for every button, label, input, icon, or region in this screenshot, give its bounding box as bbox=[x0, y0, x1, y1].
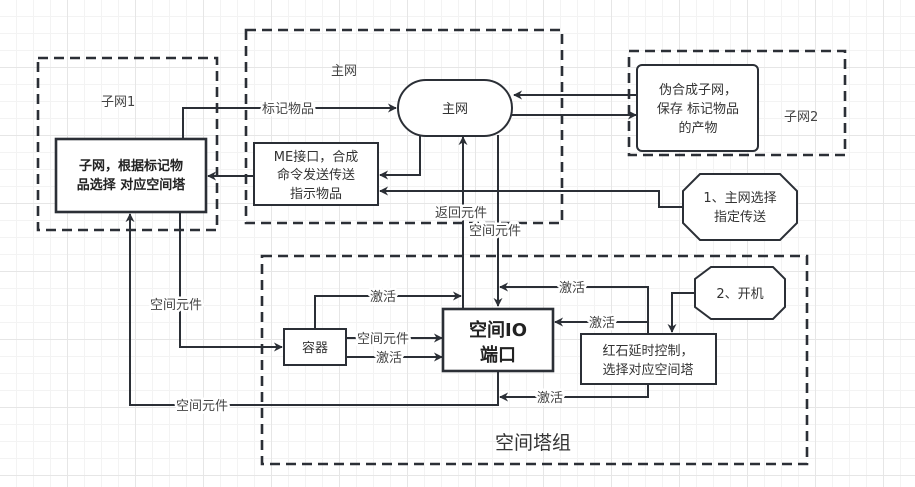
edge-io-to-subnet1-label: 空间元件 bbox=[176, 399, 228, 414]
group-main-net bbox=[244, 28, 564, 225]
node-main-net[interactable]: 主网 bbox=[397, 79, 513, 137]
group-main-net-title: 主网 bbox=[331, 64, 357, 79]
node-spatial-io[interactable]: 空间IO 端口 bbox=[441, 307, 555, 373]
node-redstone-line2: 选择对应空间塔 bbox=[602, 362, 693, 378]
group-tower-title: 空间塔组 bbox=[495, 432, 571, 454]
edge-container-activate-label: 激活 bbox=[376, 351, 402, 366]
edge-redstone-activate-bottom bbox=[499, 384, 649, 402]
node-step1-line2: 指定传送 bbox=[714, 210, 766, 225]
node-step2[interactable]: 2、开机 bbox=[694, 266, 786, 320]
node-pseudo-craft-line3: 的产物 bbox=[678, 120, 717, 136]
node-step1-line1: 1、主网选择 bbox=[703, 191, 776, 206]
node-me-interface-line3: 指示物品 bbox=[290, 187, 342, 202]
edge-container-parts-label: 空间元件 bbox=[357, 332, 409, 347]
edge-subnet1-to-container-label: 空间元件 bbox=[150, 298, 202, 313]
group-subnet2-title: 子网2 bbox=[784, 110, 818, 125]
node-container-label: 容器 bbox=[302, 340, 328, 356]
edge-subnet1-to-container bbox=[179, 212, 283, 352]
node-redstone[interactable]: 红石延时控制， 选择对应空间塔 bbox=[580, 333, 717, 385]
edge-spatial-parts-down-label: 空间元件 bbox=[469, 224, 521, 239]
edge-container-activate-top-label: 激活 bbox=[370, 290, 396, 305]
node-pseudo-craft-line2: 保存 标记物品 bbox=[657, 102, 739, 117]
node-pseudo-craft[interactable]: 伪合成子网， 保存 标记物品 的产物 bbox=[636, 64, 759, 152]
edge-step1-to-me bbox=[379, 186, 683, 208]
edge-return-parts-label: 返回元件 bbox=[435, 206, 487, 221]
node-subnet1-select-line1: 子网，根据标记物 bbox=[79, 158, 183, 174]
node-main-net-label: 主网 bbox=[442, 102, 468, 117]
node-me-interface-line1: ME接口，合成 bbox=[274, 149, 358, 165]
edge-io-to-subnet1 bbox=[125, 213, 499, 406]
edge-mark-items-label: 标记物品 bbox=[262, 102, 314, 117]
node-pseudo-craft-line1: 伪合成子网， bbox=[659, 83, 737, 98]
edge-container-activate-top bbox=[314, 291, 462, 329]
edge-redstone-activate-bottom-label: 激活 bbox=[537, 391, 563, 406]
node-me-interface[interactable]: ME接口，合成 命令发送传送 指示物品 bbox=[253, 142, 379, 206]
node-container[interactable]: 容器 bbox=[283, 328, 347, 366]
edge-redstone-activate-mid-label: 激活 bbox=[589, 316, 615, 331]
edge-main-to-me bbox=[379, 135, 421, 180]
node-subnet1-select-line2: 品选择 对应空间塔 bbox=[77, 177, 187, 193]
node-spatial-io-line2: 端口 bbox=[480, 345, 516, 366]
group-tower bbox=[260, 254, 809, 466]
node-step1[interactable]: 1、主网选择 指定传送 bbox=[682, 173, 798, 241]
edge-redstone-activate-top bbox=[499, 282, 649, 334]
node-spatial-io-line1: 空间IO bbox=[469, 319, 527, 341]
node-step2-label: 2、开机 bbox=[716, 287, 763, 302]
edge-redstone-activate-top-label: 激活 bbox=[559, 281, 585, 296]
group-subnet1 bbox=[36, 56, 219, 232]
edge-step2-to-redstone bbox=[667, 292, 694, 333]
node-subnet1-select[interactable]: 子网，根据标记物 品选择 对应空间塔 bbox=[54, 137, 208, 214]
node-me-interface-line2: 命令发送传送 bbox=[277, 167, 355, 183]
group-subnet1-title: 子网1 bbox=[101, 95, 135, 110]
node-redstone-line1: 红石延时控制， bbox=[602, 343, 693, 359]
edge-mark-items bbox=[182, 103, 397, 139]
